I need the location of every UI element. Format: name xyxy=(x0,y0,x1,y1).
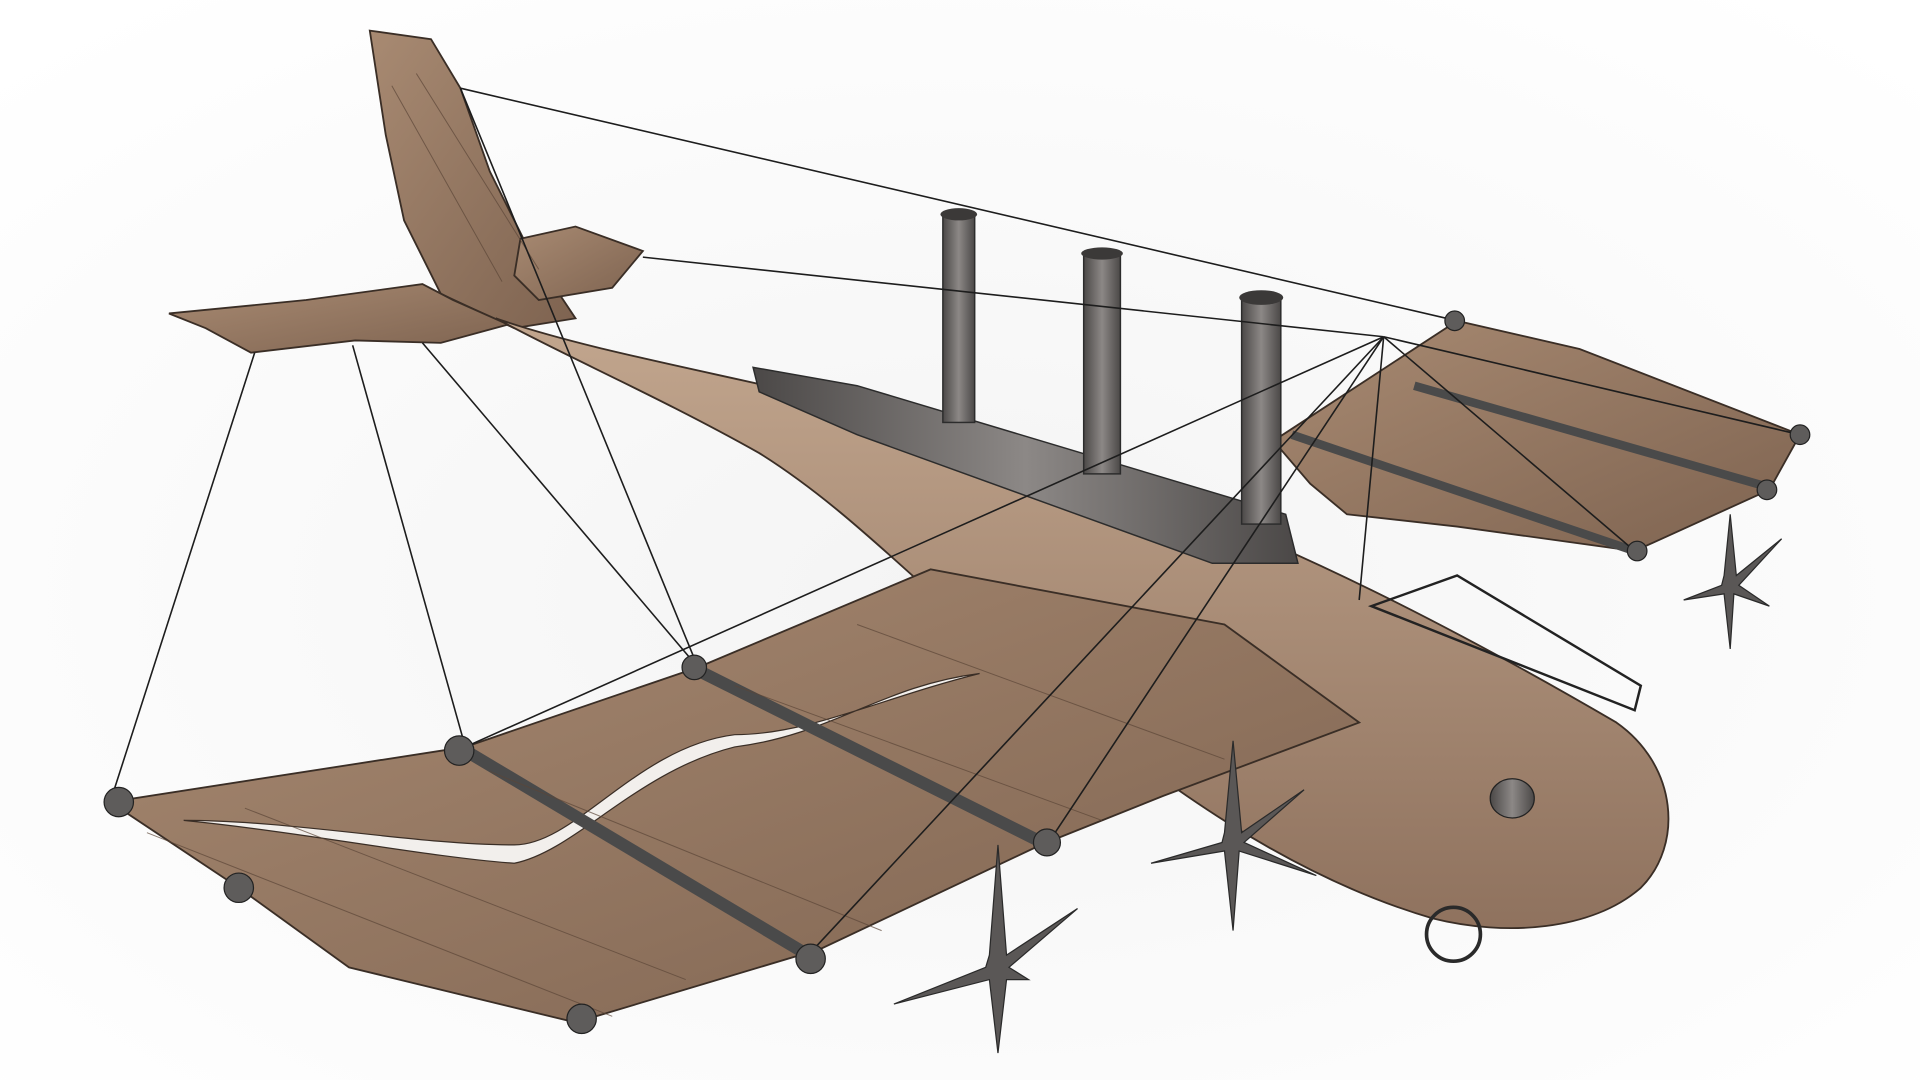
plank-lines xyxy=(146,73,1225,1017)
propellers xyxy=(893,514,1783,1054)
tail-elevator xyxy=(513,225,645,301)
chimney-3-top xyxy=(1239,290,1284,305)
rigging-cables xyxy=(109,87,1801,956)
chimney-1-top xyxy=(940,208,978,221)
propeller-1 xyxy=(893,844,1078,1054)
wing-far xyxy=(1272,319,1802,552)
chimney-3 xyxy=(1240,296,1282,525)
wing-spar xyxy=(1413,381,1771,492)
wing-spar xyxy=(456,741,812,961)
wing-joint-knobs xyxy=(103,310,1811,1035)
tail-stabilizer xyxy=(168,283,511,354)
landing-wheel xyxy=(1424,905,1483,964)
propeller-3 xyxy=(1683,514,1783,650)
engine-boiler xyxy=(752,366,1299,564)
chimney-2-top xyxy=(1081,247,1123,260)
front-lamp xyxy=(1489,778,1535,819)
chimney-1 xyxy=(942,213,976,424)
propeller-2 xyxy=(1150,740,1317,931)
wing-spar xyxy=(1290,430,1637,556)
wing-spar xyxy=(689,661,1050,851)
chimney-2 xyxy=(1082,252,1122,475)
front-railing xyxy=(1367,574,1643,712)
